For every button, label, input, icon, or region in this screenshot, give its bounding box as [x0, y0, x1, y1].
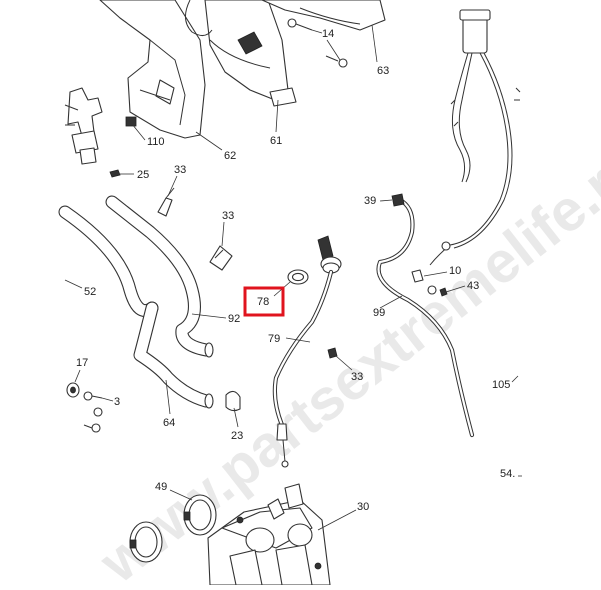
callout-39: 39 — [364, 195, 376, 207]
clamps-49 — [129, 494, 217, 563]
callout-23: 23 — [231, 430, 243, 442]
selected-part-highlight — [243, 286, 285, 317]
hose-92 — [105, 195, 214, 358]
callout-49: 49 — [155, 481, 167, 493]
filler-cap — [317, 235, 342, 274]
bolt-17 — [66, 382, 80, 398]
callout-62: 62 — [224, 150, 236, 162]
callout-110: 110 — [147, 136, 165, 148]
clamp-23 — [225, 390, 241, 412]
bracket-assembly-left — [64, 87, 137, 165]
o-ring-78 — [287, 269, 309, 285]
hose-99 — [376, 193, 475, 438]
callout-25: 25 — [137, 169, 149, 181]
callout-52: 52 — [84, 286, 96, 298]
callout-33-lower: 33 — [351, 371, 363, 383]
wire-harness — [429, 9, 521, 266]
callout-10: 10 — [449, 265, 461, 277]
callout-54: 54. — [500, 468, 515, 480]
hose-64 — [133, 301, 214, 409]
watermark-text: www.partsextremelife.ru — [87, 131, 601, 585]
panel-63 — [261, 0, 386, 31]
clamp-33-mid — [209, 245, 233, 271]
hose-52 — [58, 205, 159, 318]
callout-63: 63 — [377, 65, 389, 77]
callout-33-mid: 33 — [222, 210, 234, 222]
callout-78: 78 — [257, 296, 269, 308]
callout-43: 43 — [467, 280, 479, 292]
screw-25 — [109, 169, 121, 178]
clip-33-top — [157, 187, 175, 217]
screws-3 — [83, 391, 103, 433]
callout-3: 3 — [114, 396, 120, 408]
callout-61: 61 — [270, 135, 282, 147]
bolt-14 — [287, 18, 348, 68]
fitting-10-43 — [411, 269, 448, 297]
callout-64: 64 — [163, 417, 175, 429]
callout-105: 105 — [492, 379, 510, 391]
clip-33-lower — [327, 347, 338, 359]
callout-92: 92 — [228, 313, 240, 325]
callout-30: 30 — [357, 501, 369, 513]
callout-79: 79 — [268, 333, 280, 345]
callout-17: 17 — [76, 357, 88, 369]
bracket-62 — [99, 0, 206, 139]
throttle-body-30 — [207, 483, 331, 586]
callout-99: 99 — [373, 307, 385, 319]
callout-labels: 14 63 110 61 62 25 78 33 33 39 52 92 79 … — [76, 28, 515, 513]
callout-14: 14 — [322, 28, 334, 40]
dipstick-tube-79 — [272, 269, 334, 468]
callout-33-top: 33 — [174, 164, 186, 176]
shield-61 — [185, 0, 297, 107]
